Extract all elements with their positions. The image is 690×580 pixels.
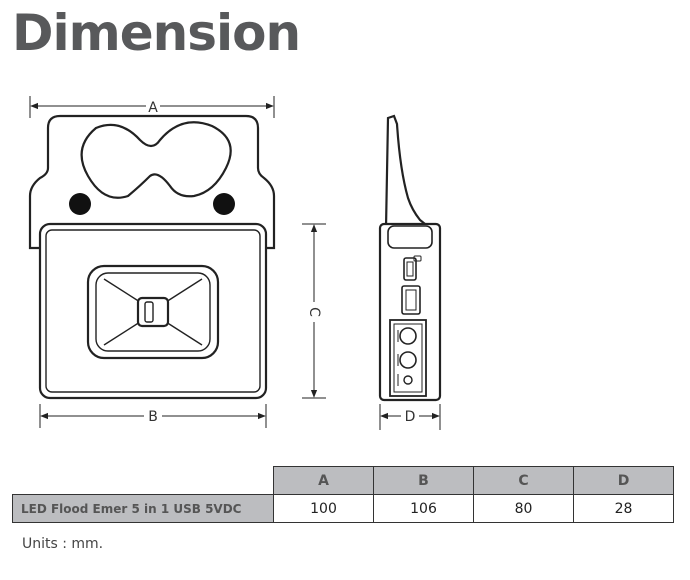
units-note: Units : mm. bbox=[22, 536, 104, 552]
value-a-cell: 100 bbox=[273, 494, 374, 523]
lamp-housing-inner bbox=[45, 229, 261, 393]
column-header-d: D bbox=[573, 466, 674, 495]
value-d-cell: 28 bbox=[573, 494, 674, 523]
column-header-b: B bbox=[373, 466, 474, 495]
side-button-2 bbox=[399, 351, 417, 369]
side-bracket bbox=[384, 114, 434, 230]
dimension-a: A bbox=[29, 96, 275, 118]
column-header-c: C bbox=[473, 466, 574, 495]
mounting-bracket bbox=[28, 114, 276, 250]
table-corner bbox=[13, 467, 274, 495]
page-title: Dimension bbox=[12, 4, 301, 62]
side-view bbox=[378, 114, 442, 402]
value-b-cell: 106 bbox=[373, 494, 474, 523]
side-housing bbox=[378, 222, 442, 402]
dimension-b-label: B bbox=[148, 409, 158, 425]
value-c-cell: 80 bbox=[473, 494, 574, 523]
dimension-a-label: A bbox=[148, 100, 158, 116]
dimension-d: D bbox=[379, 404, 441, 430]
lens-inner bbox=[95, 272, 211, 352]
lens-outer bbox=[86, 264, 220, 360]
table-header-row: A B C D bbox=[13, 466, 674, 495]
micro-usb-port bbox=[403, 257, 417, 281]
screw-hole-left bbox=[69, 193, 91, 215]
handle-cutout bbox=[80, 121, 232, 199]
dimension-c: C bbox=[302, 223, 326, 399]
dimension-d-label: D bbox=[405, 409, 416, 425]
control-panel bbox=[389, 319, 427, 397]
screw-hole-right bbox=[213, 193, 235, 215]
usb-a-port bbox=[401, 285, 421, 315]
dimension-table: A B C D LED Flood Emer 5 in 1 USB 5VDC 1… bbox=[12, 466, 674, 523]
front-view bbox=[28, 114, 276, 400]
model-name-cell: LED Flood Emer 5 in 1 USB 5VDC bbox=[12, 494, 274, 523]
dimension-drawing: A B C bbox=[28, 96, 442, 430]
table-row: LED Flood Emer 5 in 1 USB 5VDC 100 106 8… bbox=[12, 494, 674, 523]
column-header-a: A bbox=[273, 466, 374, 495]
side-button-1 bbox=[399, 327, 417, 345]
dimension-b: B bbox=[39, 404, 267, 428]
dimension-c-label: C bbox=[306, 307, 322, 317]
indicator-led bbox=[403, 375, 413, 385]
